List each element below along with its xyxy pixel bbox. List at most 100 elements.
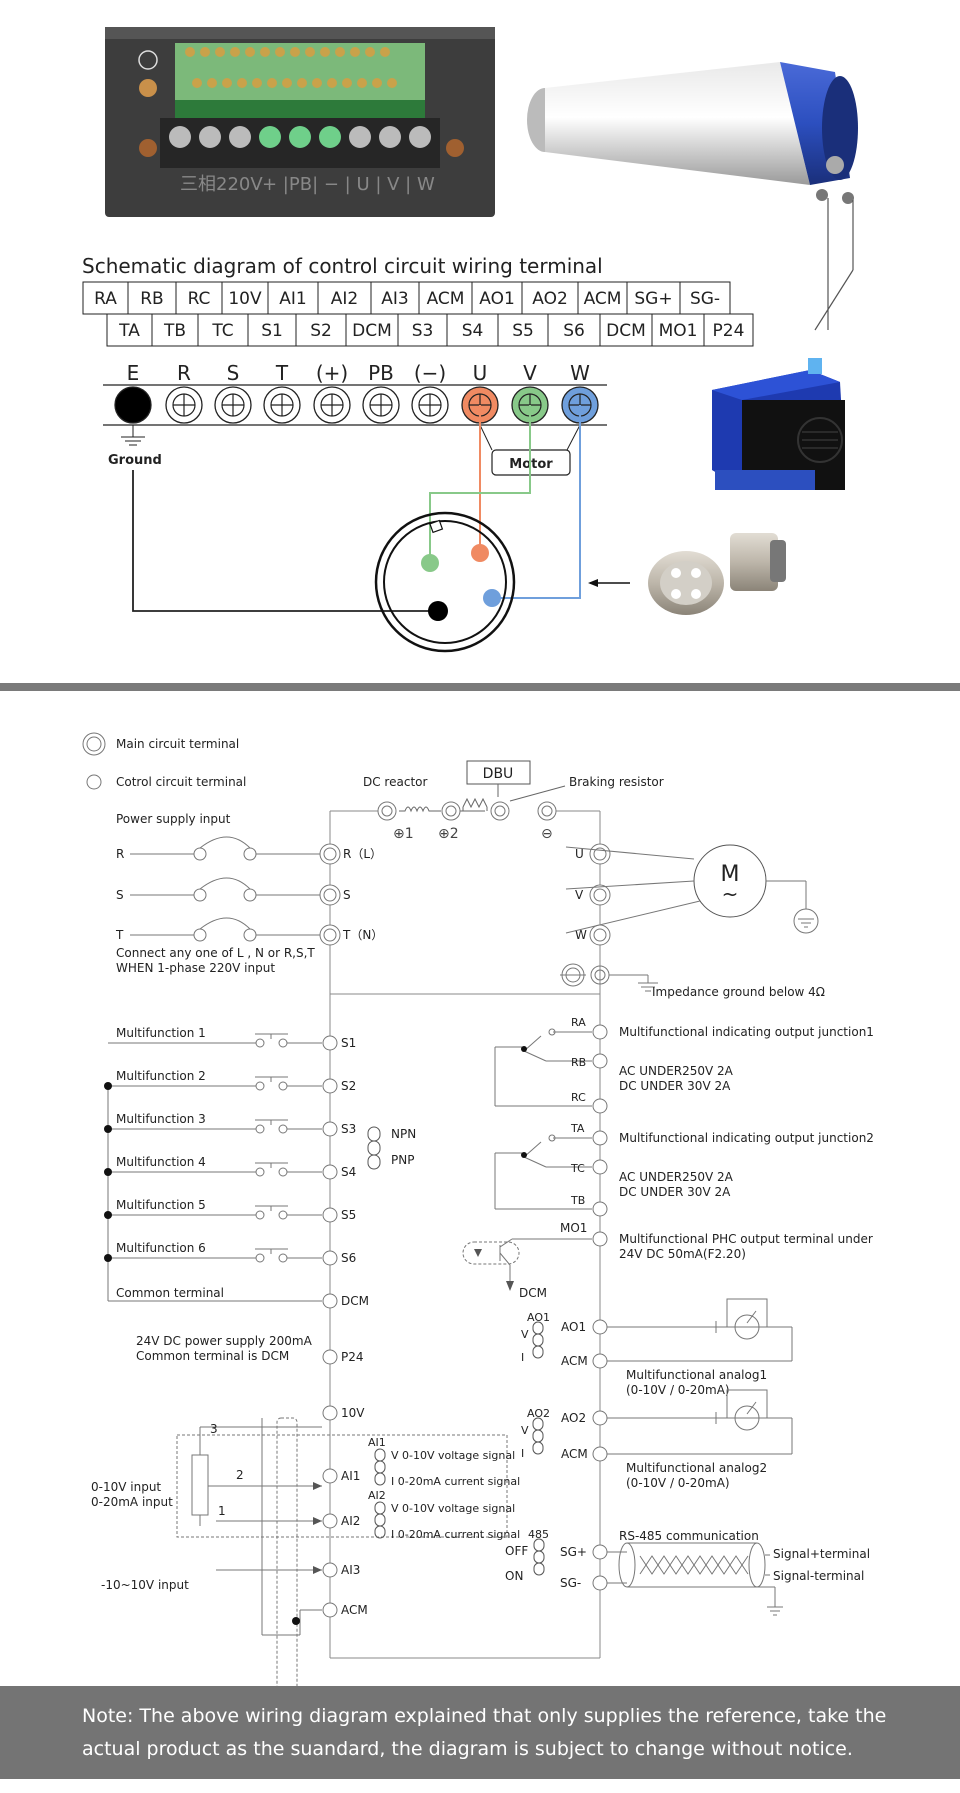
power-terminal-circles <box>114 386 599 424</box>
input-terminal-label: S <box>343 888 351 902</box>
switch-contact <box>278 1210 288 1220</box>
note-line-1: Note: The above wiring diagram explained… <box>82 1705 887 1727</box>
power-label: W <box>570 361 590 385</box>
multifunction-label: Multifunction 2 <box>116 1069 206 1083</box>
row1-cell <box>521 281 579 315</box>
pot-number-2: 2 <box>236 1468 244 1482</box>
ao1-jumper-v: V <box>521 1328 529 1341</box>
row2-label: DCM <box>606 321 646 341</box>
photo-plate-label: 三相220V <box>180 174 263 195</box>
relay1-rating-dc: DC UNDER 30V 2A <box>619 1079 731 1093</box>
switch-contact <box>278 1167 288 1177</box>
impedance-ground-label: Impedance ground below 4Ω <box>652 985 825 999</box>
plug-pinout <box>374 511 516 653</box>
pnp-label: PNP <box>391 1153 414 1167</box>
ground-wire <box>132 470 438 612</box>
multifunction-label: Multifunction 5 <box>116 1198 206 1212</box>
analog1-desc-1: Multifunctional analog1 <box>626 1368 767 1382</box>
input-terminal-inner <box>323 888 337 902</box>
row2-cell <box>703 313 754 347</box>
dc-terminal-label: ⊕2 <box>438 826 459 842</box>
ao1-jumper-label: AO1 <box>527 1311 550 1324</box>
row1-cell <box>577 281 628 315</box>
aviation-connector-photo <box>648 533 786 615</box>
section-divider <box>0 683 960 691</box>
rs485-jumper-label: 485 <box>528 1528 549 1541</box>
p24-terminal-label: P24 <box>341 1350 364 1364</box>
switch-contact <box>278 1253 288 1263</box>
row1-label: ACM <box>584 289 622 309</box>
multifunction-label: Multifunction 4 <box>116 1155 206 1169</box>
ai1-label: AI1 <box>341 1469 360 1483</box>
ai1-current: I 0-20mA current signal <box>391 1475 520 1488</box>
tb-label: TB <box>570 1194 585 1207</box>
relay1-rating-ac: AC UNDER250V 2A <box>619 1064 734 1078</box>
power-label: S <box>227 361 240 385</box>
dcm-out-label: DCM <box>519 1286 547 1300</box>
analog2-desc-2: (0-10V / 0-20mA) <box>626 1476 730 1490</box>
connect-note-1: Connect any one of L , N or R,S,T <box>116 946 315 960</box>
relay1-desc: Multifunctional indicating output juncti… <box>619 1025 874 1039</box>
tc-label: TC <box>570 1162 585 1175</box>
pot-number-1: 1 <box>218 1504 226 1518</box>
jumper-ai2: AI2 <box>368 1489 386 1502</box>
output-terminal <box>589 924 611 946</box>
multifunction-label: Multifunction 6 <box>116 1241 206 1255</box>
power-label: (−) <box>414 361 446 385</box>
top-panel: 三相220V + |PB| − | U | V | W Sche <box>0 0 960 683</box>
row1-cell <box>679 281 731 315</box>
relay2-desc: Multifunctional indicating output juncti… <box>619 1131 874 1145</box>
bottom-panel: Main circuit terminal Cotrol circuit ter… <box>0 691 960 1709</box>
p24-note-1: 24V DC power supply 200mA <box>136 1334 313 1348</box>
row2-label: S3 <box>412 321 434 341</box>
junction-dot <box>104 1082 112 1090</box>
row2-cell <box>151 313 199 347</box>
row1-label: AO1 <box>479 289 515 309</box>
mo1-desc-2: 24V DC 50mA(F2.20) <box>619 1247 746 1261</box>
pot-number-3: 3 <box>210 1422 218 1436</box>
power-supply-input-label: Power supply input <box>116 812 231 826</box>
terminal-block-photo: 三相220V + |PB| − | U | V | W <box>105 27 495 217</box>
input-line-label: S <box>116 888 124 902</box>
breaker-contact <box>243 888 257 902</box>
row2-label: S2 <box>310 321 332 341</box>
row2-cell <box>247 313 297 347</box>
note-banner: Note: The above wiring diagram explained… <box>0 1686 960 1779</box>
row1-label: RB <box>140 289 163 309</box>
row1-label: ACM <box>427 289 465 309</box>
ten-v-label: 10V <box>341 1406 365 1420</box>
ao2-jumper-label: AO2 <box>527 1407 550 1420</box>
s-terminal-label: S5 <box>341 1208 356 1222</box>
analog2-desc-1: Multifunctional analog2 <box>626 1461 767 1475</box>
row2-label: P24 <box>713 321 745 341</box>
row2-cell <box>446 313 499 347</box>
s-terminal <box>322 1164 338 1180</box>
ai1-voltage: V 0-10V voltage signal <box>391 1449 515 1462</box>
dc-terminal-inner <box>541 805 553 817</box>
legend-control: Cotrol circuit terminal <box>116 775 246 789</box>
motor-m: M <box>721 862 740 887</box>
row2-label: S4 <box>462 321 484 341</box>
wiring-diagram-svg: Main circuit terminal Cotrol circuit ter… <box>82 732 874 1709</box>
ra-label: RA <box>571 1016 586 1029</box>
row1-label: RC <box>188 289 211 309</box>
output-terminal-label: W <box>575 928 587 942</box>
top-wiring-svg: 三相220V + |PB| − | U | V | W Sche <box>82 27 858 653</box>
input-terminal <box>319 884 341 906</box>
s-terminal <box>322 1207 338 1223</box>
dc-terminal <box>377 801 397 821</box>
mo1-label: MO1 <box>560 1221 587 1235</box>
ai3-label: AI3 <box>341 1563 360 1577</box>
signal-minus-label: Signal-terminal <box>773 1569 864 1583</box>
output-terminals: UVW <box>575 843 611 946</box>
junction-dot <box>104 1211 112 1219</box>
breaker-arc <box>199 877 251 890</box>
row1-label: 10V <box>228 289 262 309</box>
pm10-input-label: -10~10V input <box>101 1578 189 1592</box>
row1-label: AI2 <box>331 289 358 309</box>
switch-contact <box>255 1124 265 1134</box>
